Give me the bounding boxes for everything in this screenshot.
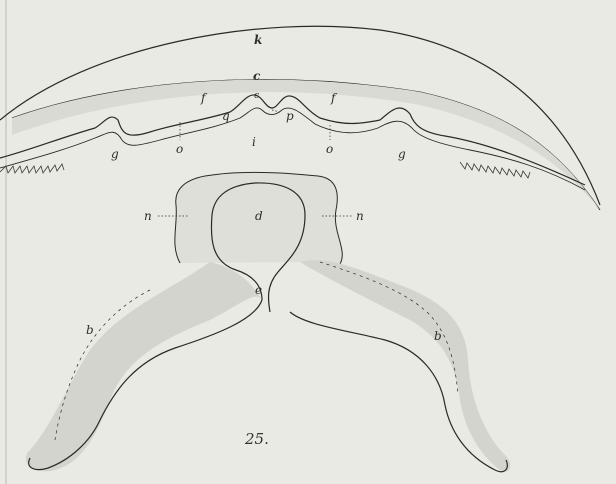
label-q: q [222,110,230,122]
label-b-left: b [86,324,94,336]
label-n-right: n [356,210,364,222]
label-g-right: g [398,148,406,160]
label-i: i [252,136,256,148]
label-o-left: o [176,143,183,155]
label-p: p [286,110,294,122]
label-c: c [253,70,260,82]
label-e: e [255,284,262,296]
label-f-left: f [201,92,205,104]
figure-number: 25. [245,430,269,448]
label-b-right: b [434,330,442,342]
label-d: d [255,210,263,222]
label-c-small: c [254,92,259,101]
label-k: k [254,34,262,46]
label-f-right: f [331,92,335,104]
label-n-left: n [144,210,152,222]
label-o-right: o [326,143,333,155]
label-g-left: g [111,148,119,160]
